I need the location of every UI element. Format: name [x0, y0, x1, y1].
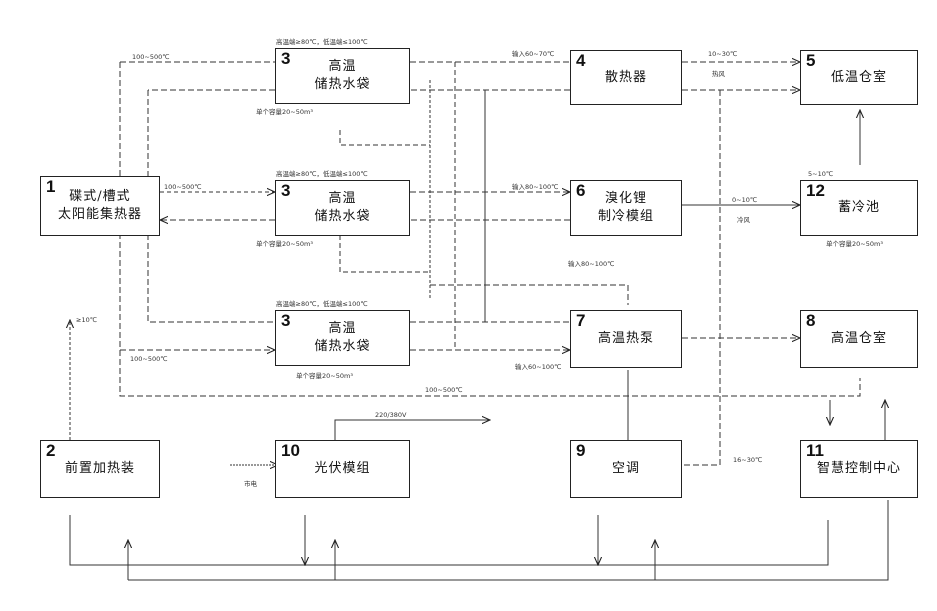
block-subtitle: 储热水袋: [314, 209, 371, 224]
block-title: 高温: [328, 191, 357, 206]
block-number: 5: [806, 51, 816, 70]
block-number: 4: [576, 51, 586, 70]
block-title: 高温仓室: [830, 331, 887, 346]
note-storage-low-temp: 高温端≥80℃，低温端≤100℃: [276, 300, 368, 308]
block-title: 智慧控制中心: [816, 461, 901, 476]
block-number: 2: [46, 441, 56, 460]
control-bus-lower: [128, 500, 889, 581]
label-mains: 市电: [244, 480, 257, 488]
block-4-radiator: 4 散热器: [570, 50, 682, 105]
note-storage-mid-temp: 高温端≥80℃，低温端≤100℃: [276, 170, 368, 178]
left-feed-line: [119, 62, 861, 397]
label-top-feed: 100~500℃: [132, 53, 170, 61]
note-storage-top-capacity: 单个容量20~50m³: [256, 108, 313, 116]
note-storage-mid-capacity: 单个容量20~50m³: [256, 240, 313, 248]
block-3-storage-low: 3 高温储热水袋: [275, 310, 410, 366]
block-number: 11: [806, 441, 824, 460]
label-chiller-input: 输入80~100℃: [512, 183, 559, 191]
block-12-cold-pool: 12 蓄冷池: [800, 180, 918, 236]
block-number: 10: [281, 441, 300, 460]
block-number: 1: [46, 177, 56, 196]
label-ac-output: 16~30℃: [733, 456, 763, 464]
label-radiator-input: 输入60~70℃: [512, 50, 555, 58]
block-title: 高温: [328, 321, 357, 336]
block-subtitle: 储热水袋: [314, 77, 371, 92]
label-chiller-out-temp: 0~10℃: [732, 196, 758, 204]
block-number: 12: [806, 181, 825, 200]
block-subtitle: 制冷模组: [597, 209, 654, 224]
left-return-line: [147, 90, 275, 323]
block-11-control-center: 11 智慧控制中心: [800, 440, 918, 498]
block-10-pv-module: 10 光伏模组: [275, 440, 410, 498]
block-title: 高温热泵: [597, 331, 654, 346]
block-title: 碟式/槽式: [69, 189, 131, 204]
label-heatpump-input-top: 输入80~100℃: [568, 260, 615, 268]
block-7-heat-pump: 7 高温热泵: [570, 310, 682, 368]
block-3-storage-top: 3 高温储热水袋: [275, 48, 410, 104]
block-subtitle: 太阳能集热器: [57, 207, 142, 222]
block-number: 7: [576, 311, 586, 330]
block-title: 高温: [328, 59, 357, 74]
label-low-feed: 100~500℃: [130, 355, 168, 363]
block-number: 9: [576, 441, 586, 460]
block-title: 散热器: [604, 69, 647, 85]
label-preheater-up: ≥10℃: [76, 316, 98, 324]
block-subtitle: 储热水袋: [314, 339, 371, 354]
block-1-solar-collector: 1 碟式/槽式太阳能集热器: [40, 176, 160, 236]
note-storage-low-capacity: 单个容量20~50m³: [296, 372, 353, 380]
block-3-storage-mid: 3 高温储热水袋: [275, 180, 410, 236]
label-radiator-out-temp: 10~30℃: [708, 50, 738, 58]
label-chiller-out-medium: 冷风: [737, 216, 750, 224]
block-8-high-temp-room: 8 高温仓室: [800, 310, 918, 368]
block-title: 溴化锂: [604, 191, 647, 206]
control-bus-upper: [69, 515, 829, 566]
block-title: 低温仓室: [830, 69, 887, 85]
block-title: 前置加热装: [64, 461, 135, 476]
label-mid-feed: 100~500℃: [164, 183, 202, 191]
block-number: 3: [281, 311, 291, 330]
note-cold-pool-temp: 5~10℃: [808, 170, 834, 178]
block-number: 3: [281, 49, 291, 68]
block-title: 空调: [611, 461, 640, 476]
note-cold-pool-capacity: 单个容量20~50m³: [826, 240, 883, 248]
block-number: 3: [281, 181, 291, 200]
block-number: 8: [806, 311, 816, 330]
block-title: 光伏模组: [314, 461, 371, 476]
block-title: 蓄冷池: [837, 200, 880, 215]
block-5-low-temp-room: 5 低温仓室: [800, 50, 918, 105]
note-storage-top-temp: 高温端≥80℃，低温端≤100℃: [276, 38, 368, 46]
label-pv-output: 220/380V: [375, 411, 407, 419]
label-heatpump-input-bottom: 输入60~100℃: [515, 363, 562, 371]
block-9-air-conditioner: 9 空调: [570, 440, 682, 498]
label-bottom-return: 100~500℃: [425, 386, 463, 394]
block-6-libr-chiller: 6 溴化锂制冷模组: [570, 180, 682, 236]
label-radiator-out-medium: 热风: [712, 70, 725, 78]
block-number: 6: [576, 181, 586, 200]
block-2-preheater: 2 前置加热装: [40, 440, 160, 498]
